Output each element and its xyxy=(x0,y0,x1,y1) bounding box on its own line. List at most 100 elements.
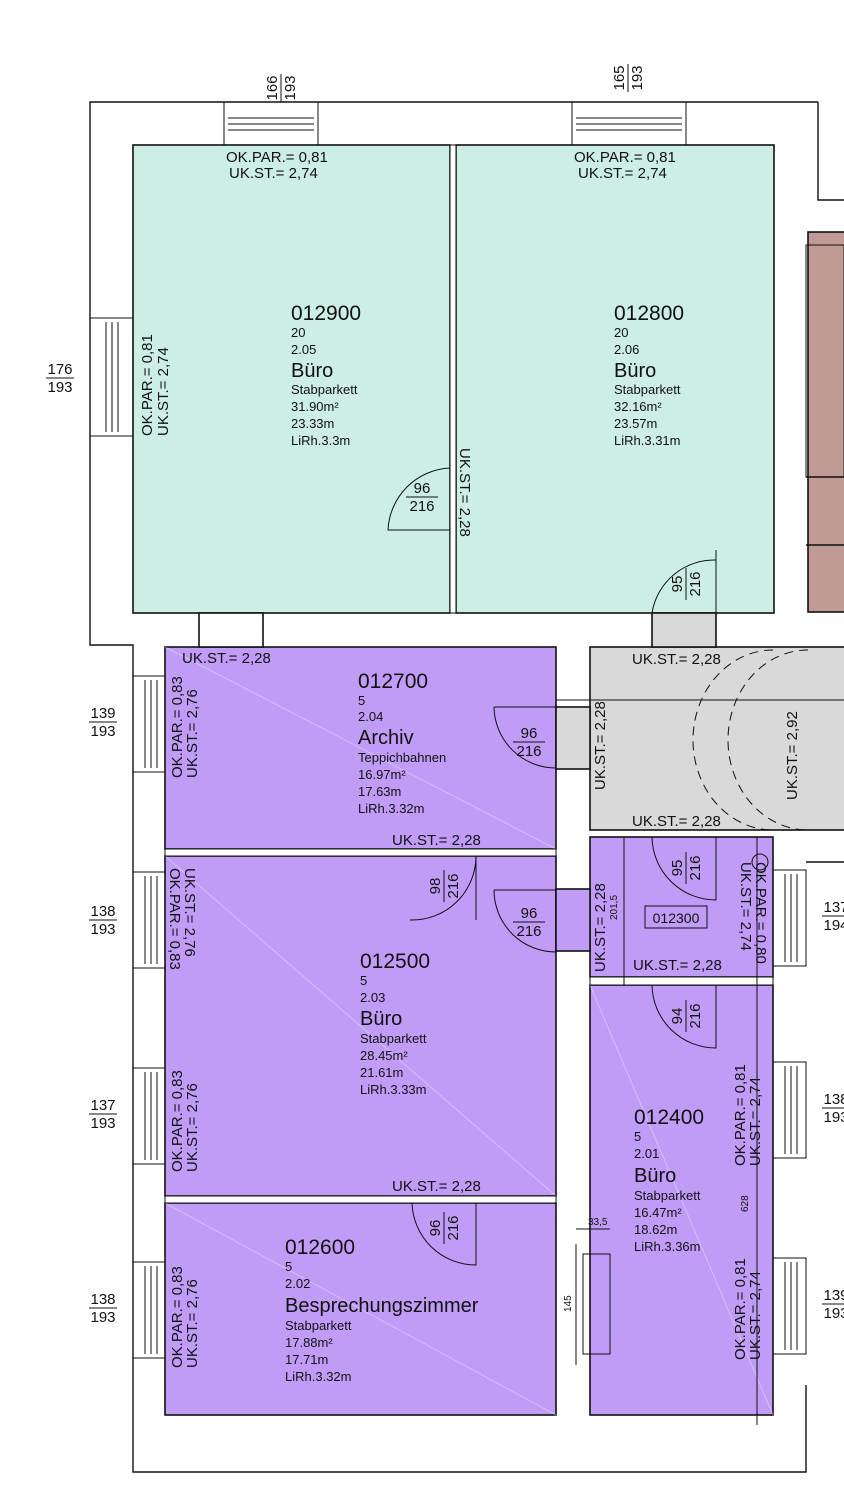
svg-text:138: 138 xyxy=(823,1091,844,1108)
svg-text:012800: 012800 xyxy=(614,302,684,325)
svg-text:OK.PAR.= 0,83: OK.PAR.= 0,83 xyxy=(169,676,186,778)
room-012700[interactable] xyxy=(164,646,557,850)
room-label-012900: 012900 20 2.05 Büro Stabparkett 31.90m² … xyxy=(291,302,361,448)
svg-text:216: 216 xyxy=(687,855,704,880)
room-label-012500: 012500 5 2.03 Büro Stabparkett 28.45m² 2… xyxy=(360,950,430,1097)
svg-text:LiRh.3.33m: LiRh.3.33m xyxy=(360,1082,426,1097)
svg-text:20: 20 xyxy=(291,325,305,340)
svg-text:216: 216 xyxy=(687,1003,704,1028)
room-012400[interactable] xyxy=(589,984,774,1416)
svg-text:5: 5 xyxy=(360,973,367,988)
svg-text:UK.ST.= 2,74: UK.ST.= 2,74 xyxy=(737,862,754,951)
height-annotations: OK.PAR.= 0,81 UK.ST.= 2,74 OK.PAR.= 0,81… xyxy=(139,149,801,1368)
svg-text:32.16m²: 32.16m² xyxy=(614,399,662,414)
svg-text:UK.ST.= 2,92: UK.ST.= 2,92 xyxy=(784,711,801,800)
svg-text:UK.ST.= 2,74: UK.ST.= 2,74 xyxy=(747,1271,764,1360)
svg-text:OK.PAR.= 0,83: OK.PAR.= 0,83 xyxy=(169,1070,186,1172)
svg-text:193: 193 xyxy=(823,1109,844,1126)
svg-text:165: 165 xyxy=(611,65,628,90)
svg-text:194: 194 xyxy=(823,917,844,934)
corridor xyxy=(589,646,844,831)
svg-text:012900: 012900 xyxy=(291,302,361,325)
windows xyxy=(89,101,844,1359)
svg-text:UK.ST.= 2,76: UK.ST.= 2,76 xyxy=(184,689,201,778)
svg-text:UK.ST.= 2,28: UK.ST.= 2,28 xyxy=(456,448,473,537)
svg-text:138: 138 xyxy=(90,1291,115,1308)
svg-text:31.90m²: 31.90m² xyxy=(291,399,339,414)
svg-text:Büro: Büro xyxy=(291,360,333,382)
svg-text:Büro: Büro xyxy=(614,360,656,382)
svg-text:95: 95 xyxy=(669,576,686,593)
room-012600[interactable] xyxy=(164,1202,557,1416)
svg-text:96: 96 xyxy=(427,1220,444,1237)
svg-text:33,5: 33,5 xyxy=(588,1217,608,1228)
svg-text:5: 5 xyxy=(358,693,365,708)
svg-text:137: 137 xyxy=(823,899,844,916)
svg-text:OK.PAR.= 0,83: OK.PAR.= 0,83 xyxy=(166,868,183,970)
window-dims: 166 193 165 193 176 193 139 193 138 193 … xyxy=(46,64,844,1326)
svg-text:2.05: 2.05 xyxy=(291,342,316,357)
svg-text:17.63m: 17.63m xyxy=(358,784,401,799)
win-dim-bottom: 193 xyxy=(282,75,299,100)
svg-text:95: 95 xyxy=(669,860,686,877)
svg-text:LiRh.3.32m: LiRh.3.32m xyxy=(358,801,424,816)
svg-text:5: 5 xyxy=(634,1129,641,1144)
svg-text:UK.ST.= 2,28: UK.ST.= 2,28 xyxy=(632,651,721,668)
svg-text:137: 137 xyxy=(90,1097,115,1114)
svg-text:176: 176 xyxy=(47,361,72,378)
svg-text:OK.PAR.= 0,81: OK.PAR.= 0,81 xyxy=(732,1258,749,1360)
svg-text:Teppichbahnen: Teppichbahnen xyxy=(358,750,446,765)
win-dim-top: 166 xyxy=(264,75,281,100)
svg-text:UK.ST.= 2,28: UK.ST.= 2,28 xyxy=(592,883,609,972)
svg-text:LiRh.3.31m: LiRh.3.31m xyxy=(614,433,680,448)
svg-text:UK.ST.= 2,76: UK.ST.= 2,76 xyxy=(184,1279,201,1368)
svg-text:216: 216 xyxy=(687,571,704,596)
svg-text:OK.PAR.= 0,81: OK.PAR.= 0,81 xyxy=(226,149,328,166)
svg-text:17.88m²: 17.88m² xyxy=(285,1335,333,1350)
svg-text:Stabparkett: Stabparkett xyxy=(291,382,358,397)
svg-text:193: 193 xyxy=(90,1115,115,1132)
door-swings xyxy=(387,467,717,1266)
svg-text:OK.PAR.= 0,80: OK.PAR.= 0,80 xyxy=(752,862,769,964)
svg-text:139: 139 xyxy=(90,705,115,722)
room-012900[interactable] xyxy=(132,144,451,614)
adjacent-room xyxy=(807,231,844,613)
svg-text:UK.ST.= 2,74: UK.ST.= 2,74 xyxy=(155,347,172,436)
svg-text:UK.ST.= 2,74: UK.ST.= 2,74 xyxy=(578,165,667,182)
svg-text:UK.ST.= 2,76: UK.ST.= 2,76 xyxy=(184,1083,201,1172)
svg-text:193: 193 xyxy=(90,1309,115,1326)
svg-text:UK.ST.= 2,28: UK.ST.= 2,28 xyxy=(592,701,609,790)
door-dims: 96 216 95 216 96 216 98 216 96 216 95 21… xyxy=(406,480,704,1244)
svg-text:Stabparkett: Stabparkett xyxy=(360,1031,427,1046)
svg-text:UK.ST.= 2,76: UK.ST.= 2,76 xyxy=(181,868,198,957)
svg-text:LiRh.3.36m: LiRh.3.36m xyxy=(634,1239,700,1254)
svg-text:94: 94 xyxy=(669,1008,686,1025)
svg-text:23.57m: 23.57m xyxy=(614,416,657,431)
svg-text:193: 193 xyxy=(629,65,646,90)
svg-text:216: 216 xyxy=(516,923,541,940)
room-012500[interactable] xyxy=(164,855,557,1197)
room-label-012800: 012800 20 2.06 Büro Stabparkett 32.16m² … xyxy=(614,302,684,448)
svg-text:216: 216 xyxy=(445,873,462,898)
svg-text:17.71m: 17.71m xyxy=(285,1352,328,1367)
svg-text:Archiv: Archiv xyxy=(358,727,414,749)
room-label-012700: 012700 5 2.04 Archiv Teppichbahnen 16.97… xyxy=(358,670,446,816)
small-room-label: 012300 xyxy=(653,910,700,926)
svg-text:Besprechungszimmer: Besprechungszimmer xyxy=(285,1295,479,1317)
svg-text:5: 5 xyxy=(285,1259,292,1274)
room-label-012400: 012400 5 2.01 Büro Stabparkett 16.47m² 1… xyxy=(634,1106,704,1254)
svg-text:UK.ST.= 2,28: UK.ST.= 2,28 xyxy=(182,650,271,667)
room-label-012600: 012600 5 2.02 Besprechungszimmer Stabpar… xyxy=(285,1236,479,1384)
svg-text:UK.ST.= 2,28: UK.ST.= 2,28 xyxy=(632,813,721,830)
svg-text:139: 139 xyxy=(823,1287,844,1304)
svg-text:UK.ST.= 2,74: UK.ST.= 2,74 xyxy=(747,1077,764,1166)
svg-text:2.06: 2.06 xyxy=(614,342,639,357)
svg-text:OK.PAR.= 0,83: OK.PAR.= 0,83 xyxy=(169,1266,186,1368)
svg-text:193: 193 xyxy=(47,379,72,396)
svg-text:193: 193 xyxy=(90,921,115,938)
svg-text:18.62m: 18.62m xyxy=(634,1222,677,1237)
svg-text:2.03: 2.03 xyxy=(360,990,385,1005)
svg-text:Stabparkett: Stabparkett xyxy=(634,1188,701,1203)
svg-text:193: 193 xyxy=(90,723,115,740)
svg-text:OK.PAR.= 0,81: OK.PAR.= 0,81 xyxy=(139,334,156,436)
